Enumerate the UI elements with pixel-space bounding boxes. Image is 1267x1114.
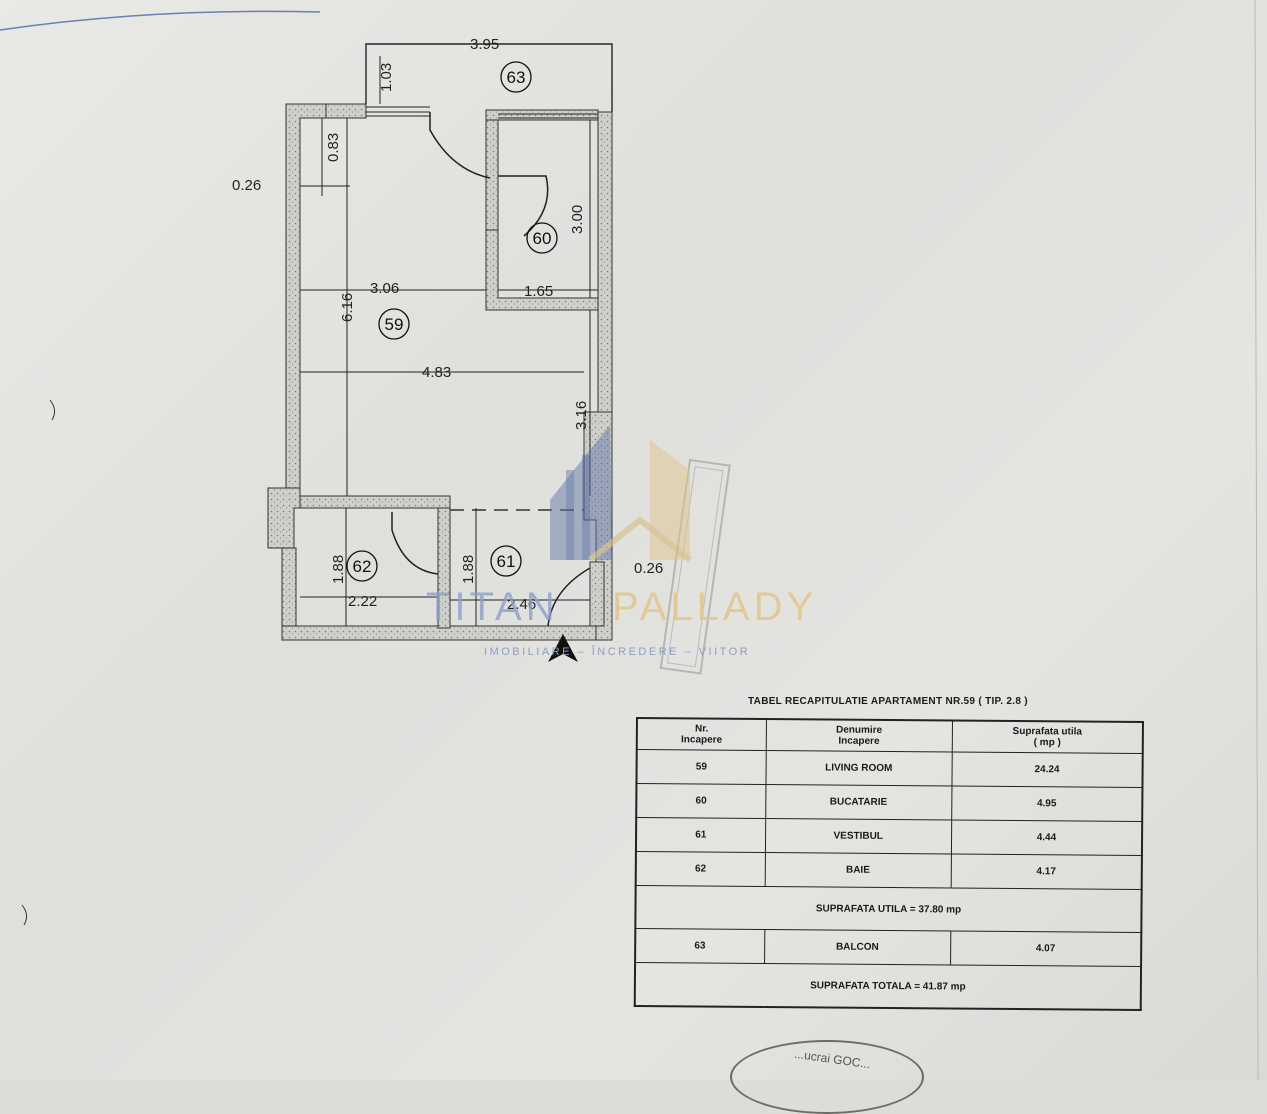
table-title: TABEL RECAPITULATIE APARTAMENT NR.59 ( T…: [748, 696, 1028, 707]
balcony-door-swing: [429, 112, 491, 179]
walls: [267, 103, 613, 641]
watermark-name: TITAN: [426, 585, 559, 629]
binder-mark: [21, 904, 28, 926]
svg-text:61: 61: [497, 552, 516, 571]
svg-text:59: 59: [385, 315, 404, 334]
wall-top-left-stub: [325, 103, 367, 119]
dimension-label: 6.16: [339, 293, 356, 322]
entry-door-swing: [547, 567, 591, 627]
room-nr: 62: [635, 851, 765, 887]
wall-left-lower: [267, 487, 301, 549]
dimension-label: 3.16: [573, 401, 590, 430]
room-area: 4.95: [951, 785, 1143, 822]
dimension-label: 3.00: [569, 205, 586, 234]
wall-kitchen-top: [485, 109, 599, 121]
dimension-label: 1.65: [524, 283, 553, 300]
room-nr: 63: [635, 928, 765, 964]
kitchen-door-swing: [498, 175, 549, 237]
dimension-label: 1.88: [330, 555, 347, 584]
room-number-marker: 63: [500, 61, 532, 93]
dimension-label: 1.88: [460, 555, 477, 584]
wall-bath-right: [437, 507, 451, 629]
dimension-label: 0.83: [325, 133, 342, 162]
room-name: LIVING ROOM: [765, 750, 953, 786]
stamp-text: ...ucrai GOC...: [793, 1046, 872, 1072]
room-number-marker: 61: [490, 545, 522, 577]
header-name: Denumire Incapere: [765, 719, 953, 752]
entrance-arrow-icon: [548, 634, 578, 662]
dimension-label: 4.83: [422, 364, 451, 381]
useful-area-total: SUPRAFATA UTILA = 37.80 mp: [635, 885, 1142, 933]
faded-stamp: [659, 458, 731, 675]
binder-mark: [49, 399, 56, 421]
wall-bath-top: [299, 495, 451, 509]
paper-fold-line: [1254, 0, 1259, 1080]
bath-door-swing: [391, 512, 439, 575]
grand-total: SUPRAFATA TOTALA = 41.87 mp: [634, 962, 1142, 1010]
room-number-marker: 59: [378, 308, 410, 340]
table-row: 63 BALCON 4.07: [635, 928, 1142, 967]
table-header-row: Nr. Incapere Denumire Incapere Suprafata…: [636, 718, 1143, 754]
room-number-marker: 62: [346, 550, 378, 582]
dimension-label: 3.06: [370, 280, 399, 297]
room-name: BALCON: [764, 929, 951, 965]
wall-kitchen-vertical: [485, 111, 499, 231]
room-area: 4.07: [950, 930, 1142, 967]
room-name: VESTIBUL: [764, 818, 952, 854]
wall-entry-post: [589, 561, 605, 627]
svg-text:60: 60: [533, 229, 552, 248]
wall-right-upper: [597, 111, 613, 413]
table-row: 60 BUCATARIE 4.95: [636, 783, 1143, 822]
svg-text:63: 63: [507, 68, 526, 87]
area-summary-table: Nr. Incapere Denumire Incapere Suprafata…: [633, 717, 1144, 1011]
dimension-label: 2.46: [507, 596, 536, 613]
room-name: BUCATARIE: [765, 784, 952, 820]
dimension-lines: [300, 43, 612, 626]
wall-right-lower: [583, 411, 613, 641]
watermark-name: PALLADY: [612, 585, 817, 629]
table-row: 59 LIVING ROOM 24.24: [636, 749, 1143, 788]
useful-area-total-row: SUPRAFATA UTILA = 37.80 mp: [635, 885, 1142, 933]
header-nr: Nr. Incapere: [636, 718, 767, 751]
room-name: BAIE: [764, 852, 952, 888]
room-number-marker: 60: [526, 222, 558, 254]
dimension-label: 0.26: [634, 560, 663, 577]
room-nr: 59: [636, 749, 766, 785]
balcony-outline: [365, 43, 613, 112]
room-area: 4.44: [951, 819, 1143, 856]
table-row: 62 BAIE 4.17: [635, 851, 1142, 890]
room-nr: 61: [635, 817, 766, 853]
dimension-label: 2.22: [348, 593, 377, 610]
room-nr: 60: [636, 783, 766, 819]
room-area: 4.17: [950, 853, 1142, 890]
grand-total-row: SUPRAFATA TOTALA = 41.87 mp: [634, 962, 1142, 1010]
wall-kitchen-bottom: [485, 229, 599, 311]
table-row: 61 VESTIBUL 4.44: [635, 817, 1143, 856]
dimension-label: 3.95: [470, 36, 499, 53]
balcony-windows: [366, 106, 598, 119]
floor-plan: 3.95 1.03 0.83 0.26 3.00 3.06 1.65 6.16 …: [0, 0, 1259, 1080]
header-area: Suprafata utila ( mp ): [952, 720, 1143, 754]
dimension-label: 1.03: [378, 63, 395, 92]
paper-edge-line: [0, 10, 321, 31]
watermark-logo: [550, 425, 692, 563]
watermark-tagline: IMOBILIARE – ÎNCREDERE – VIITOR: [484, 645, 750, 658]
svg-text:62: 62: [353, 557, 372, 576]
doors: [391, 112, 591, 627]
official-stamp: ...ucrai GOC...: [730, 1040, 924, 1114]
dimension-label: 0.26: [232, 177, 261, 194]
room-area: 24.24: [951, 751, 1143, 788]
